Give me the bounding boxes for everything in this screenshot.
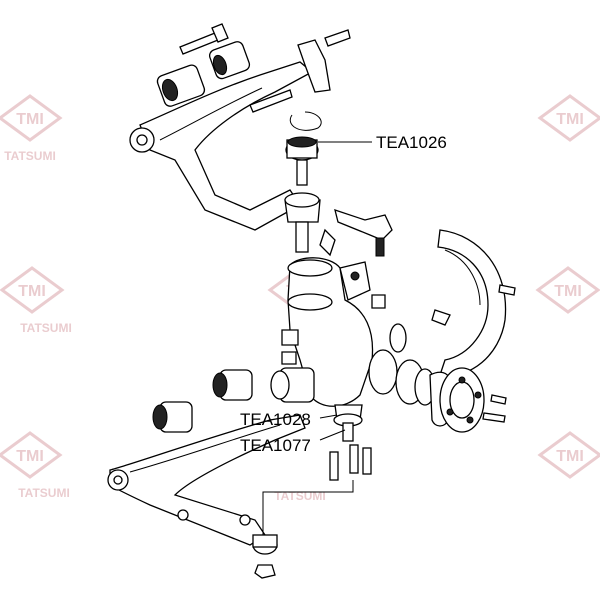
watermark-logo: TMI TATSUMI [0,431,70,500]
nut-icon [371,294,386,309]
nut-icon [281,329,299,346]
bolt-icon [498,284,516,296]
watermark-logo-text: TMI [18,283,46,300]
washer-icon [281,351,297,365]
brake-shield [389,229,516,377]
lower-rear-bushing [252,495,278,579]
lower-arm-bushings [152,367,315,433]
upper-arm-hardware [156,23,351,113]
tie-rod-end [334,209,393,257]
watermark-logo-text: TMI [16,111,44,128]
bolt-icon [490,394,507,405]
bolt-icon [349,444,359,474]
watermark-brand-text: TATSUMI [274,489,326,503]
bolt-icon [362,447,372,475]
callout-label: TEA1028 [240,410,311,429]
upper-ball-joint [284,111,322,253]
bolt-icon [319,228,336,257]
watermark-logo-text: TMI [554,283,582,300]
wheel-hub [368,349,507,433]
bolt-icon [482,412,506,423]
bolt-icon [324,29,351,47]
bolt-icon [249,89,293,113]
watermark-logo: TMI [537,431,600,479]
leader-lines [262,141,372,500]
lower-control-arm [107,414,306,546]
watermark-brand-text: TATSUMI [4,149,56,163]
lower-ball-joint [329,404,372,481]
bracket-icon [297,39,331,93]
nut-icon [254,564,276,579]
bolt-icon [329,451,339,481]
upper-control-arm [129,61,314,231]
callout-label: TEA1026 [376,133,447,152]
watermark-logo-text: TMI [16,448,44,465]
watermark-brand-text: TATSUMI [18,486,70,500]
nut-icon [211,23,229,43]
watermark-logo-text: TMI [556,111,584,128]
watermark-logo: TMI TATSUMI [0,266,72,335]
watermark-logo: TMI [535,266,600,314]
watermark-logo: TMI TATSUMI [0,94,63,163]
watermark-brand-text: TATSUMI [20,321,72,335]
callout-label: TEA1077 [240,436,311,455]
watermark-logo: TMI [537,94,600,142]
watermark-logo-text: TMI [556,448,584,465]
